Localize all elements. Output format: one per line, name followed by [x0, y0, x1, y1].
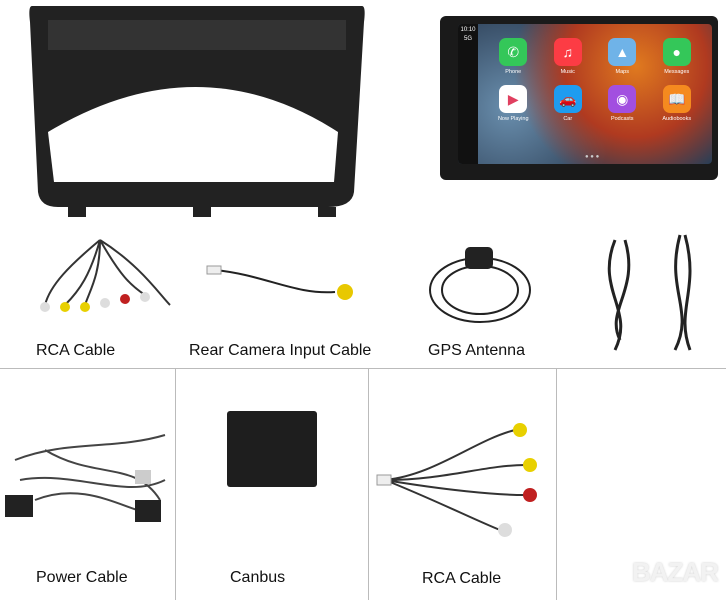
canbus-label: Canbus	[230, 569, 286, 586]
signal: 5G	[463, 36, 472, 42]
divider	[368, 368, 369, 600]
divider	[0, 368, 726, 369]
divider	[556, 368, 557, 600]
car-stereo-image: 10:10 5G ✆ Phone ♫ Music ▲ Maps ● Messages ▶ Now …	[440, 16, 718, 180]
canbus-box-image	[227, 411, 317, 487]
rca-cable-label: RCA Cable	[36, 342, 116, 359]
rear-camera-cable-image	[206, 265, 353, 300]
messages-icon: ●	[662, 38, 691, 66]
clock: 10:10	[460, 27, 476, 33]
gps-antenna-image	[429, 247, 531, 323]
carplay-app[interactable]: ▲ Maps	[595, 38, 650, 75]
dash-frame-image	[29, 6, 365, 217]
maps-icon: ▲	[608, 38, 637, 66]
app-label: Phone	[505, 69, 522, 75]
app-label: Music	[560, 69, 575, 75]
carplay-dock: 10:10 5G	[458, 24, 478, 164]
now-playing-icon: ▶	[499, 85, 528, 113]
rca-cable-image	[40, 239, 171, 312]
power-cable-image	[5, 434, 166, 522]
app-label: Audiobooks	[662, 116, 692, 122]
power-cable-label: Power Cable	[36, 569, 128, 586]
carplay-app[interactable]: ✆ Phone	[486, 38, 541, 75]
divider	[175, 368, 176, 600]
audiobooks-icon: 📖	[662, 85, 691, 113]
podcasts-icon: ◉	[608, 85, 637, 113]
car-icon: 🚗	[553, 85, 582, 113]
carplay-app[interactable]: ◉ Podcasts	[595, 85, 650, 122]
rca-cable-bottom-label: RCA Cable	[422, 570, 502, 587]
carplay-screen: 10:10 5G ✆ Phone ♫ Music ▲ Maps ● Messages ▶ Now …	[458, 24, 712, 164]
rear-camera-cable-label: Rear Camera Input Cable	[189, 342, 372, 359]
carplay-app[interactable]: 📖 Audiobooks	[650, 85, 705, 122]
rca-cable-bottom-image	[376, 423, 537, 537]
carplay-app[interactable]: 🚗 Car	[541, 85, 596, 122]
phone-icon: ✆	[499, 38, 528, 66]
app-label: Podcasts	[610, 116, 634, 122]
carplay-app[interactable]: ▶ Now Playing	[486, 85, 541, 122]
bazar-watermark: BAZAR	[632, 557, 719, 587]
app-label: Car	[563, 116, 573, 122]
app-label: Maps	[615, 69, 629, 75]
app-label: Messages	[664, 69, 690, 75]
carplay-app[interactable]: ♫ Music	[541, 38, 596, 75]
app-label: Now Playing	[497, 116, 529, 122]
music-icon: ♫	[553, 38, 582, 66]
gps-antenna-label: GPS Antenna	[428, 342, 525, 359]
page-dots: ● ● ●	[585, 154, 600, 160]
usb-cables-image	[607, 234, 692, 351]
carplay-app[interactable]: ● Messages	[650, 38, 705, 75]
